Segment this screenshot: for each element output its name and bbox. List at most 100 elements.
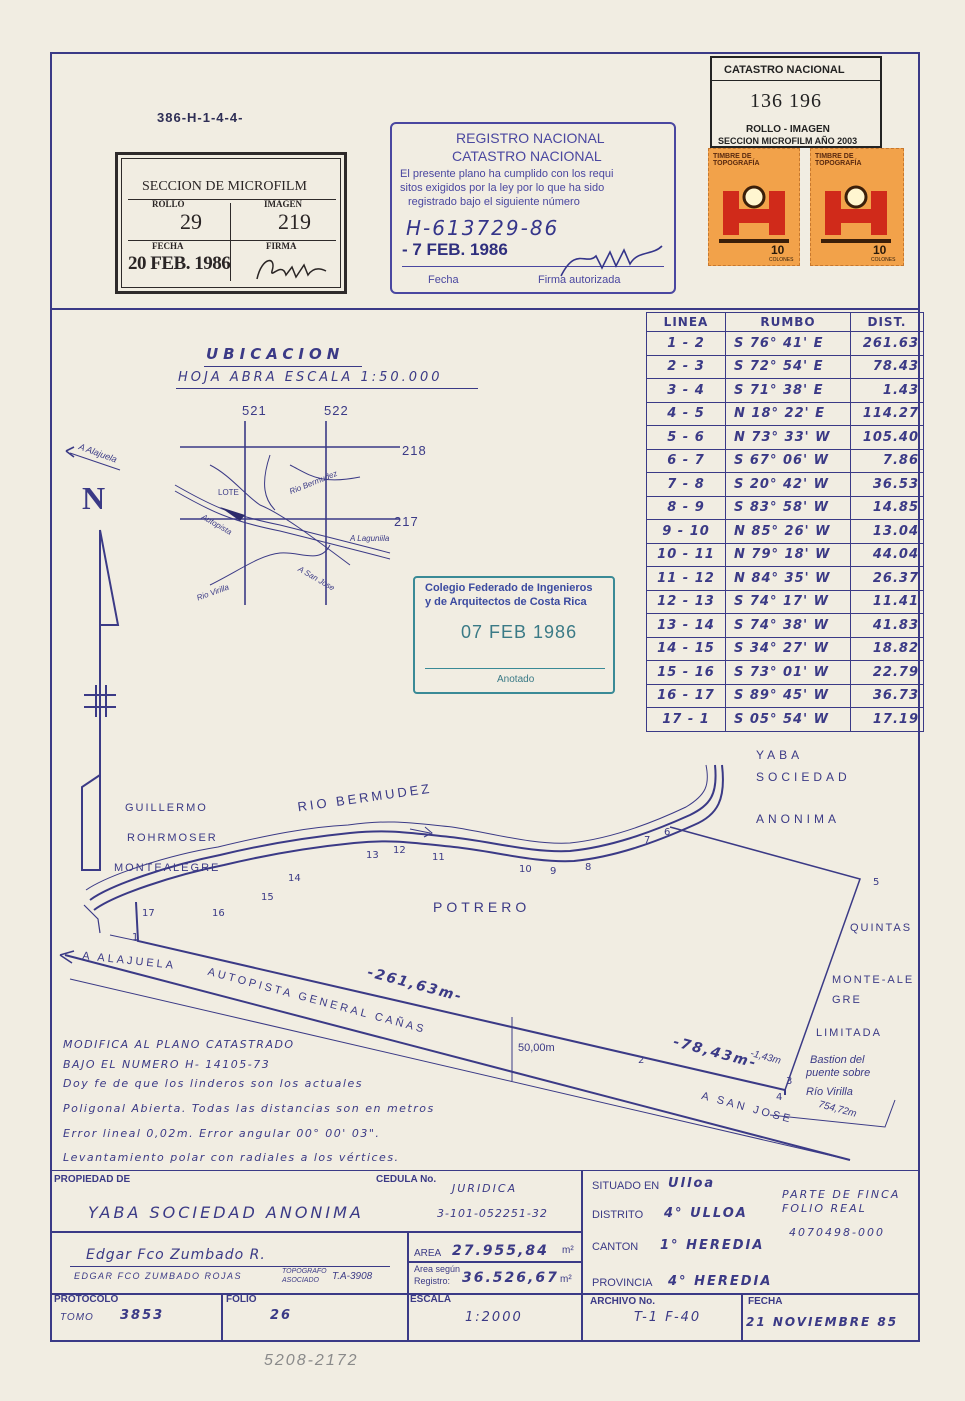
stamp-1-label: TIMBRE DE TOPOGRAFÍA [713, 153, 760, 167]
rumbo-cell: S 74° 17' W [725, 589, 851, 614]
property-plan [59, 764, 896, 1161]
registro-signature [560, 245, 663, 277]
note-3: Doy fe de que los linderos son los actua… [63, 1077, 363, 1090]
stamp-1-emblem-icon [719, 185, 789, 243]
potrero-label: POTRERO [433, 899, 531, 915]
registro-line1: REGISTRO NACIONAL [456, 130, 605, 146]
point-4: 4 [776, 1092, 783, 1103]
catastro-stamp: CATASTRO NACIONAL 136 196 ROLLO - IMAGEN… [710, 56, 882, 148]
dist-cell: 14.85 [850, 495, 924, 520]
rumbo-cell: N 18° 22' E [725, 401, 851, 426]
dist-cell: 18.82 [850, 636, 924, 661]
rumbo-cell: S 71° 38' E [725, 378, 851, 403]
rumbo-cell: S 05° 54' W [725, 707, 851, 732]
grid-top-1: 521 [242, 403, 267, 418]
propiedad-value: YABA SOCIEDAD ANONIMA [88, 1203, 364, 1222]
linea-cell: 3 - 4 [646, 378, 726, 403]
canton-value: 1° HEREDIA [660, 1238, 765, 1253]
area-label: AREA [414, 1248, 442, 1259]
header-divider [50, 308, 920, 310]
stamp-2-emblem-icon [821, 185, 891, 243]
registro-fecha-label: Fecha [428, 274, 459, 286]
point-15: 15 [261, 892, 274, 903]
rumbo-cell: N 85° 26' W [725, 519, 851, 544]
yaba-2: SOCIEDAD [756, 770, 851, 784]
topografo-title-1: TOPOGRAFO [282, 1268, 327, 1275]
rumbo-cell: N 84° 35' W [725, 566, 851, 591]
point-16: 16 [212, 908, 225, 919]
point-14: 14 [288, 873, 301, 884]
archivo-value: T-1 F-40 [634, 1310, 702, 1325]
stamp-2-value: 10 [873, 243, 887, 257]
plan-width: 50,00m [518, 1042, 555, 1054]
rumbo-cell: S 74° 38' W [725, 613, 851, 638]
escala-label: ESCALA [410, 1294, 452, 1305]
rumbo-cell: S 83° 58' W [725, 495, 851, 520]
point-6: 6 [664, 827, 671, 838]
firma-label: FIRMA [266, 241, 297, 251]
dist-cell: 22.79 [850, 660, 924, 685]
area-reg-label-2: Registro: [414, 1276, 451, 1286]
registro-date: - 7 FEB. 1986 [402, 240, 508, 259]
point-1: 1 [132, 932, 139, 943]
quintas-1: QUINTAS [850, 922, 913, 934]
microfilm-stamp: SECCION DE MICROFILM ROLLO 29 IMAGEN 219… [115, 152, 347, 294]
dist-cell: 26.37 [850, 566, 924, 591]
rumbo-cell: S 34° 27' W [725, 636, 851, 661]
folio-value: 26 [270, 1308, 293, 1323]
canton-label: CANTON [592, 1241, 639, 1253]
point-5: 5 [873, 877, 880, 888]
guillermo-1: GUILLERMO [125, 802, 208, 814]
bottom-code: 5208-2172 [264, 1352, 359, 1369]
linea-cell: 10 - 11 [646, 542, 726, 567]
topografo-signature: Edgar Fco Zumbado R. [86, 1247, 266, 1263]
catastro-title: CATASTRO NACIONAL [724, 64, 845, 76]
situado-value: Ulloa [668, 1176, 716, 1191]
dist-cell: 13.04 [850, 519, 924, 544]
linea-cell: 16 - 17 [646, 683, 726, 708]
point-2: 2 [638, 1055, 645, 1066]
registro-line2: CATASTRO NACIONAL [452, 148, 602, 164]
header-linea: LINEA [646, 312, 726, 332]
catastro-rollo-label: ROLLO - IMAGEN [746, 124, 830, 135]
point-17: 17 [142, 908, 155, 919]
imagen-value: 219 [278, 209, 311, 234]
archivo-label: ARCHIVO No. [590, 1296, 655, 1307]
dist-cell: 261.63 [850, 331, 924, 356]
stamp-1-value: 10 [771, 243, 785, 257]
distrito-value: 4° ULLOA [664, 1206, 748, 1221]
header-rumbo: RUMBO [725, 312, 851, 332]
fecha-footer-label: FECHA [748, 1296, 783, 1307]
rumbo-cell: S 76° 41' E [725, 331, 851, 356]
fecha-footer-value: 21 NOVIEMBRE 85 [746, 1315, 899, 1329]
grid-right-1: 218 [402, 443, 427, 458]
quintas-4: LIMITADA [816, 1027, 882, 1039]
rollo-value: 29 [180, 209, 202, 234]
rollo-label: ROLLO [152, 199, 185, 209]
bastion-3: Río Virilla [806, 1086, 853, 1098]
dist-cell: 1.43 [850, 378, 924, 403]
point-10: 10 [519, 864, 532, 875]
ubicacion-title: UBICACION [206, 345, 345, 363]
quintas-2: MONTE-ALE [832, 974, 915, 986]
catastro-number: 136 196 [750, 90, 822, 112]
ref-code: 386-H-1-4-4- [157, 110, 244, 125]
rumbo-cell: S 73° 01' W [725, 660, 851, 685]
catastro-section: SECCION MICROFILM AÑO 2003 [718, 136, 858, 146]
linea-cell: 6 - 7 [646, 448, 726, 473]
stamp-1-unit: COLONES [769, 257, 794, 263]
dist-cell: 17.19 [850, 707, 924, 732]
rumbo-cell: N 73° 33' W [725, 425, 851, 450]
colegio-date: 07 FEB 1986 [461, 622, 578, 642]
colegio-stamp: Colegio Federado de Ingenieros y de Arqu… [413, 576, 615, 694]
linea-cell: 12 - 13 [646, 589, 726, 614]
point-7: 7 [644, 835, 651, 846]
